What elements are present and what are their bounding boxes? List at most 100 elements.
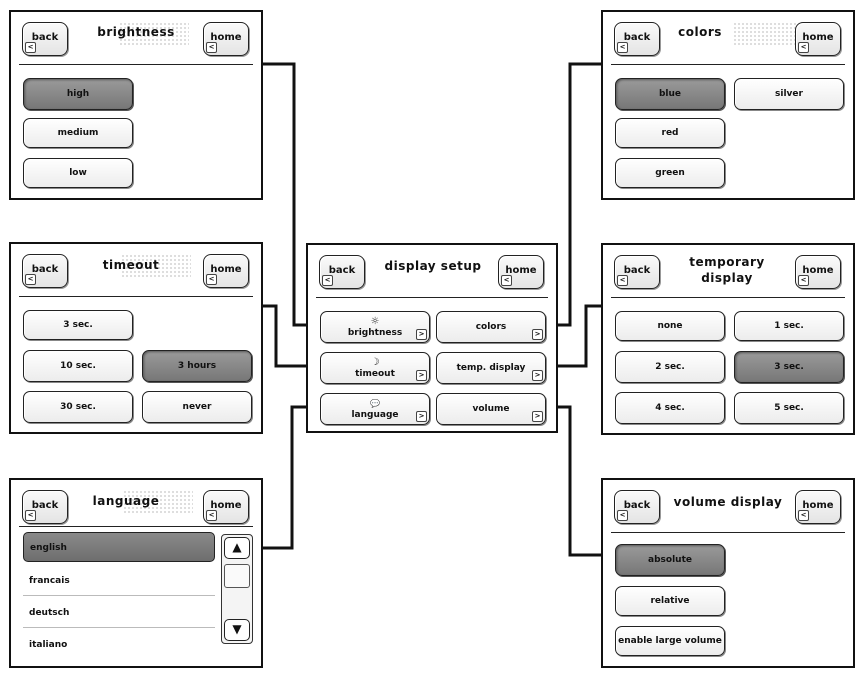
- option-5-sec[interactable]: 5 sec.: [734, 392, 844, 424]
- home-button[interactable]: home<: [795, 255, 841, 289]
- header-divider: [19, 296, 253, 297]
- chevron-right-icon: >: [416, 411, 427, 422]
- option-medium[interactable]: medium: [23, 118, 133, 148]
- back-arrow-icon: <: [25, 42, 36, 53]
- moon-icon: ☽: [370, 356, 380, 368]
- home-arrow-icon: <: [501, 275, 512, 286]
- panel-header: back< display setup home<: [308, 245, 556, 297]
- option-3-sec[interactable]: 3 sec.: [734, 351, 844, 383]
- page-title: language: [92, 494, 160, 508]
- home-button[interactable]: home<: [795, 22, 841, 56]
- page-title-line-2: display: [701, 271, 753, 285]
- header-divider: [611, 532, 845, 533]
- home-button[interactable]: home<: [203, 490, 249, 524]
- back-arrow-icon: <: [25, 274, 36, 285]
- option-silver[interactable]: silver: [734, 78, 844, 110]
- header-texture: [119, 22, 189, 46]
- page-title: brightness: [97, 25, 175, 39]
- option-green[interactable]: green: [615, 158, 725, 188]
- scroll-thumb[interactable]: [224, 564, 250, 588]
- home-arrow-icon: <: [206, 42, 217, 53]
- option-2-sec[interactable]: 2 sec.: [615, 351, 725, 383]
- timeout-panel: back< timeout home< 3 sec. 10 sec. 3 hou…: [9, 242, 263, 434]
- back-button[interactable]: back<: [22, 254, 68, 288]
- header-divider: [316, 297, 548, 298]
- back-arrow-icon: <: [617, 510, 628, 521]
- option-10-sec[interactable]: 10 sec.: [23, 350, 133, 382]
- option-none[interactable]: none: [615, 311, 725, 341]
- list-item-italiano[interactable]: italiano: [29, 640, 68, 650]
- option-red[interactable]: red: [615, 118, 725, 148]
- option-enable-large-volume[interactable]: enable large volume: [615, 626, 725, 656]
- home-arrow-icon: <: [798, 42, 809, 53]
- list-item-deutsch[interactable]: deutsch: [23, 598, 215, 628]
- home-button[interactable]: home<: [498, 255, 544, 289]
- back-button[interactable]: back<: [614, 490, 660, 524]
- panel-header: back< brightness home<: [11, 12, 261, 64]
- option-absolute[interactable]: absolute: [615, 544, 725, 576]
- header-divider: [611, 64, 845, 65]
- list-item-francais[interactable]: francais: [23, 566, 215, 596]
- menu-item-volume[interactable]: volume >: [436, 393, 546, 425]
- back-button[interactable]: back<: [319, 255, 365, 289]
- option-1-sec[interactable]: 1 sec.: [734, 311, 844, 341]
- home-button[interactable]: home<: [795, 490, 841, 524]
- menu-item-colors[interactable]: colors >: [436, 311, 546, 343]
- back-arrow-icon: <: [617, 275, 628, 286]
- scroll-down-icon[interactable]: ▼: [224, 619, 250, 641]
- panel-header: back< colors home<: [603, 12, 853, 64]
- language-panel: back< language home< english francais de…: [9, 478, 263, 668]
- page-title: volume display: [673, 495, 783, 509]
- scroll-up-icon[interactable]: ▲: [224, 537, 250, 559]
- menu-item-temp-display[interactable]: temp. display >: [436, 352, 546, 384]
- chevron-right-icon: >: [532, 329, 543, 340]
- page-title: display setup: [384, 259, 482, 273]
- brightness-panel: back< brightness home< high medium low: [9, 10, 263, 200]
- back-button[interactable]: back<: [614, 22, 660, 56]
- colors-panel: back< colors home< blue silver red green: [601, 10, 855, 200]
- panel-header: back< temporary display home<: [603, 245, 853, 297]
- panel-header: back< language home<: [11, 480, 261, 524]
- option-30-sec[interactable]: 30 sec.: [23, 391, 133, 423]
- back-arrow-icon: <: [322, 275, 333, 286]
- panel-header: back< volume display home<: [603, 480, 853, 532]
- header-texture: [123, 490, 193, 514]
- option-3-sec[interactable]: 3 sec.: [23, 310, 133, 340]
- display-setup-panel: back< display setup home< ☼brightness > …: [306, 243, 558, 433]
- home-button[interactable]: home<: [203, 22, 249, 56]
- back-arrow-icon: <: [617, 42, 628, 53]
- speech-bubble-icon: 💬: [370, 398, 380, 408]
- language-scrollbar[interactable]: ▲ ▼: [221, 534, 253, 644]
- menu-item-timeout[interactable]: ☽timeout >: [320, 352, 430, 384]
- back-button[interactable]: back<: [22, 490, 68, 524]
- header-divider: [611, 297, 845, 298]
- chevron-right-icon: >: [416, 370, 427, 381]
- option-never[interactable]: never: [142, 391, 252, 423]
- chevron-right-icon: >: [532, 370, 543, 381]
- chevron-right-icon: >: [532, 411, 543, 422]
- sun-icon: ☼: [370, 315, 380, 327]
- option-low[interactable]: low: [23, 158, 133, 188]
- option-blue[interactable]: blue: [615, 78, 725, 110]
- back-arrow-icon: <: [25, 510, 36, 521]
- option-high[interactable]: high: [23, 78, 133, 110]
- home-arrow-icon: <: [798, 275, 809, 286]
- back-button[interactable]: back<: [614, 255, 660, 289]
- panel-header: back< timeout home<: [11, 244, 261, 296]
- home-arrow-icon: <: [206, 274, 217, 285]
- temporary-display-panel: back< temporary display home< none 1 sec…: [601, 243, 855, 435]
- page-title: colors: [678, 25, 722, 39]
- option-3-hours[interactable]: 3 hours: [142, 350, 252, 382]
- header-divider: [19, 526, 253, 527]
- list-item-english[interactable]: english: [23, 532, 215, 562]
- option-4-sec[interactable]: 4 sec.: [615, 392, 725, 424]
- menu-item-language[interactable]: 💬language >: [320, 393, 430, 425]
- option-relative[interactable]: relative: [615, 586, 725, 616]
- chevron-right-icon: >: [416, 329, 427, 340]
- back-button[interactable]: back<: [22, 22, 68, 56]
- menu-item-brightness[interactable]: ☼brightness >: [320, 311, 430, 343]
- header-divider: [19, 64, 253, 65]
- page-title-line-1: temporary: [689, 255, 765, 269]
- home-button[interactable]: home<: [203, 254, 249, 288]
- header-texture: [733, 22, 803, 46]
